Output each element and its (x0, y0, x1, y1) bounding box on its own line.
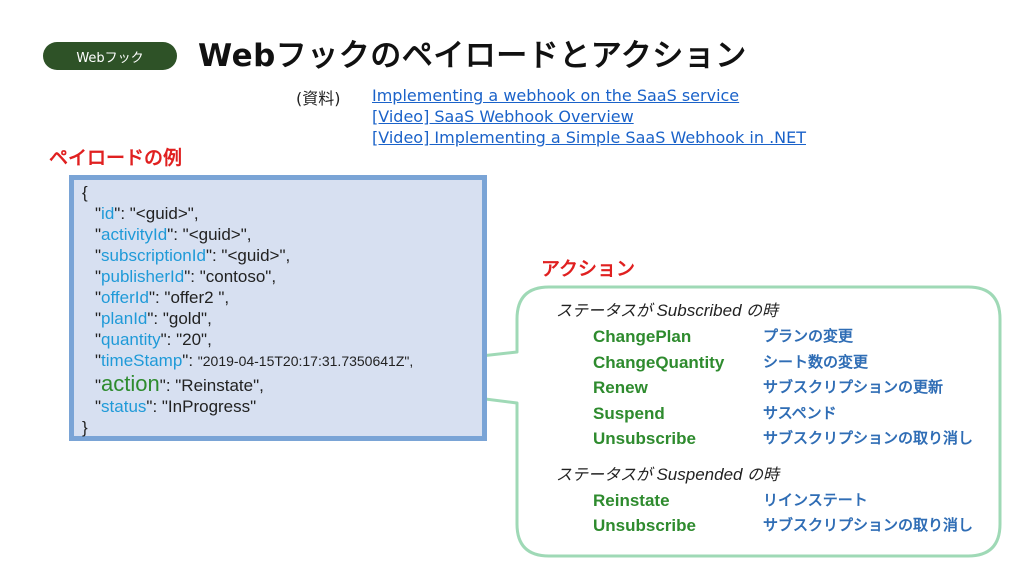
json-field-timestamp: "timeStamp": "2019-04-15T20:17:31.735064… (95, 351, 414, 370)
json-field-offerid: "offerId": "offer2 ", (95, 288, 230, 307)
status-prefix: ステータスが (556, 303, 653, 320)
action-name: Unsubscribe (593, 516, 696, 535)
json-value: : (188, 351, 198, 370)
action-name: Unsubscribe (593, 429, 696, 448)
json-value: : "20", (166, 330, 212, 349)
action-description: リインステート (763, 491, 868, 509)
json-key: subscriptionId (101, 246, 206, 265)
action-row: Renew サブスクリプションの更新 (556, 375, 996, 401)
actions-section-label: アクション (541, 258, 636, 280)
status-suffix: の時 (745, 303, 778, 320)
json-key: planId (101, 309, 148, 328)
action-description: プランの変更 (763, 328, 854, 345)
action-name: ChangePlan (593, 327, 692, 346)
action-description: サスペンド (763, 404, 837, 422)
reference-link-webhook-impl[interactable]: Implementing a webhook on the SaaS servi… (372, 86, 740, 105)
reference-link-webhook-overview[interactable]: [Video] SaaS Webhook Overview (372, 107, 634, 126)
actions-list: ステータスが Subscribed の時 ChangePlan プランの変更 C… (556, 298, 996, 539)
json-value: : "InProgress" (152, 397, 257, 416)
action-name: Suspend (593, 403, 665, 423)
group-spacer (556, 452, 996, 462)
json-field-publisherid: "publisherId": "contoso", (95, 267, 277, 286)
json-value: : "<guid>", (173, 225, 252, 244)
json-key: publisherId (101, 267, 185, 286)
json-key: offerId (101, 288, 149, 307)
json-field-id: "id": "<guid>", (95, 204, 199, 223)
action-row: Unsubscribe サブスクリプションの取り消し (556, 426, 996, 452)
status-condition-suspended: ステータスが Suspended の時 (556, 462, 996, 488)
json-key: timeStamp (101, 351, 183, 370)
action-description: サブスクリプションの更新 (763, 379, 944, 396)
json-value-timestamp: "2019-04-15T20:17:31.7350641Z", (197, 353, 414, 369)
json-field-action: "action": "Reinstate", (95, 371, 264, 396)
payload-section-label: ペイロードの例 (49, 147, 183, 169)
json-field-status: "status": "InProgress" (95, 397, 257, 416)
json-key: quantity (101, 330, 161, 349)
status-suffix: の時 (746, 466, 779, 484)
json-value: : "contoso", (190, 267, 277, 286)
action-description: シート数の変更 (763, 353, 869, 371)
action-name: Reinstate (593, 490, 670, 510)
json-field-activityid: "activityId": "<guid>", (95, 225, 252, 244)
reference-link-simple-webhook-dotnet[interactable]: [Video] Implementing a Simple SaaS Webho… (372, 128, 806, 147)
status-name: Subscribed (656, 301, 742, 320)
references-label: (資料) (296, 89, 341, 108)
json-value: : "<guid>", (120, 204, 199, 223)
action-row: Reinstate リインステート (556, 488, 996, 514)
callout-outline (300, 285, 1002, 558)
category-tag: Webフック (43, 42, 177, 70)
json-field-subscriptionid: "subscriptionId": "<guid>", (95, 246, 291, 265)
action-row: Suspend サスペンド (556, 401, 996, 427)
action-row: ChangeQuantity シート数の変更 (556, 350, 996, 376)
status-condition-subscribed: ステータスが Subscribed の時 (556, 298, 996, 324)
action-name: ChangeQuantity (593, 352, 725, 372)
slide-title: Webフックのペイロードとアクション (198, 38, 747, 74)
json-key-action-highlight: action (101, 371, 160, 396)
status-prefix: ステータスが (556, 466, 653, 484)
json-value: : "gold", (153, 309, 212, 328)
json-key: id (101, 204, 115, 223)
action-row: ChangePlan プランの変更 (556, 324, 996, 350)
json-key: activityId (101, 225, 168, 244)
action-description: サブスクリプションの取り消し (763, 430, 974, 447)
payload-example-box: { "id": "<guid>", "activityId": "<guid>"… (69, 175, 487, 441)
json-open-brace: { (82, 183, 88, 202)
json-value: : "Reinstate", (165, 376, 264, 395)
json-field-quantity: "quantity": "20", (95, 330, 212, 349)
json-key: status (101, 397, 147, 416)
action-row: Unsubscribe サブスクリプションの取り消し (556, 513, 996, 539)
json-close-brace: } (82, 418, 88, 437)
status-name: Suspended (656, 464, 743, 484)
action-name: Renew (593, 378, 648, 397)
action-description: サブスクリプションの取り消し (763, 517, 974, 534)
json-value: : "<guid>", (211, 246, 291, 265)
references-list: Implementing a webhook on the SaaS servi… (372, 85, 806, 148)
json-field-planid: "planId": "gold", (95, 309, 212, 328)
json-value: : "offer2 ", (154, 288, 230, 307)
